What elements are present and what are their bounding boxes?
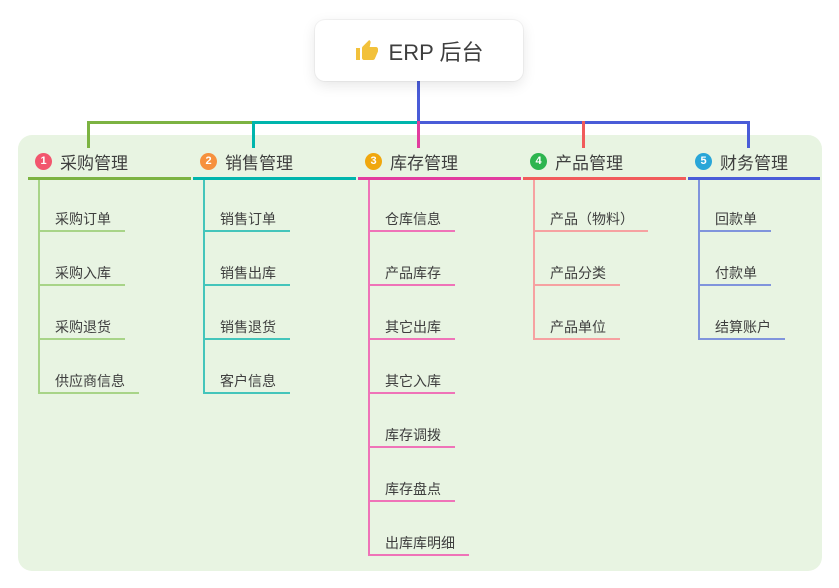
- priority-badge-icon: 3: [365, 153, 382, 170]
- child-node[interactable]: 库存调拨: [368, 420, 455, 448]
- child-node-label: 结算账户: [715, 319, 771, 335]
- branch-drop-line: [87, 121, 90, 148]
- branch-children-connector: [533, 180, 535, 340]
- child-node[interactable]: 采购入库: [38, 258, 125, 286]
- child-node-label: 回款单: [715, 211, 757, 227]
- child-node[interactable]: 产品单位: [533, 312, 620, 340]
- child-node[interactable]: 产品库存: [368, 258, 455, 286]
- child-node[interactable]: 采购订单: [38, 204, 125, 232]
- branch-underline: [688, 177, 820, 180]
- branch-underline: [358, 177, 521, 180]
- child-node[interactable]: 付款单: [698, 258, 771, 286]
- branches-panel: [18, 135, 822, 571]
- child-node[interactable]: 销售退货: [203, 312, 290, 340]
- child-node-label: 产品分类: [550, 265, 606, 281]
- branch-drop-line: [417, 121, 420, 148]
- connector-hline-mid: [253, 121, 418, 124]
- branch-node-label: 销售管理: [225, 154, 293, 173]
- priority-badge-icon: 1: [35, 153, 52, 170]
- child-node-label: 其它入库: [385, 373, 441, 389]
- child-node-label: 出库库明细: [385, 535, 455, 551]
- child-node-label: 销售退货: [220, 319, 276, 335]
- branch-node-label: 产品管理: [555, 154, 623, 173]
- branch-drop-line: [252, 121, 255, 148]
- child-node[interactable]: 出库库明细: [368, 528, 469, 556]
- branch-node[interactable]: 1 采购管理: [28, 146, 128, 177]
- child-node[interactable]: 产品（物料）: [533, 204, 648, 232]
- branch-children-connector: [203, 180, 205, 394]
- child-node-label: 销售订单: [220, 211, 276, 227]
- priority-badge-icon: 4: [530, 153, 547, 170]
- child-node[interactable]: 客户信息: [203, 366, 290, 394]
- branch-node-label: 采购管理: [60, 154, 128, 173]
- child-node-label: 采购退货: [55, 319, 111, 335]
- branch-node-label: 财务管理: [720, 154, 788, 173]
- child-node[interactable]: 供应商信息: [38, 366, 139, 394]
- branch-node-label: 库存管理: [390, 154, 458, 173]
- child-node-label: 库存盘点: [385, 481, 441, 497]
- child-node[interactable]: 仓库信息: [368, 204, 455, 232]
- root-node-label: ERP 后台: [388, 39, 484, 65]
- branch-underline: [523, 177, 686, 180]
- child-node-label: 客户信息: [220, 373, 276, 389]
- child-node[interactable]: 产品分类: [533, 258, 620, 286]
- branch-node[interactable]: 5 财务管理: [688, 146, 788, 177]
- child-node-label: 库存调拨: [385, 427, 441, 443]
- child-node-label: 供应商信息: [55, 373, 125, 389]
- child-node[interactable]: 其它入库: [368, 366, 455, 394]
- child-node[interactable]: 采购退货: [38, 312, 125, 340]
- child-node-label: 产品单位: [550, 319, 606, 335]
- priority-badge-icon: 2: [200, 153, 217, 170]
- child-node[interactable]: 库存盘点: [368, 474, 455, 502]
- branch-children-connector: [368, 180, 370, 556]
- child-node-label: 产品库存: [385, 265, 441, 281]
- child-node[interactable]: 销售出库: [203, 258, 290, 286]
- priority-badge-icon: 5: [695, 153, 712, 170]
- child-node-label: 采购入库: [55, 265, 111, 281]
- branch-underline: [28, 177, 191, 180]
- branch-children-connector: [698, 180, 700, 340]
- child-node-label: 产品（物料）: [550, 211, 634, 227]
- child-node-label: 其它出库: [385, 319, 441, 335]
- child-node[interactable]: 销售订单: [203, 204, 290, 232]
- connector-trunk-line: [417, 81, 420, 124]
- root-node[interactable]: ERP 后台: [315, 20, 523, 81]
- child-node[interactable]: 回款单: [698, 204, 771, 232]
- branch-drop-line: [582, 121, 585, 148]
- branch-node[interactable]: 2 销售管理: [193, 146, 293, 177]
- child-node-label: 付款单: [715, 265, 757, 281]
- child-node-label: 采购订单: [55, 211, 111, 227]
- branch-node[interactable]: 3 库存管理: [358, 146, 458, 177]
- branch-drop-line: [747, 121, 750, 148]
- child-node-label: 仓库信息: [385, 211, 441, 227]
- child-node[interactable]: 其它出库: [368, 312, 455, 340]
- branch-underline: [193, 177, 356, 180]
- connector-hline-left: [88, 121, 253, 124]
- branch-node[interactable]: 4 产品管理: [523, 146, 623, 177]
- child-node-label: 销售出库: [220, 265, 276, 281]
- thumbs-up-icon: [355, 39, 378, 60]
- branch-children-connector: [38, 180, 40, 394]
- child-node[interactable]: 结算账户: [698, 312, 785, 340]
